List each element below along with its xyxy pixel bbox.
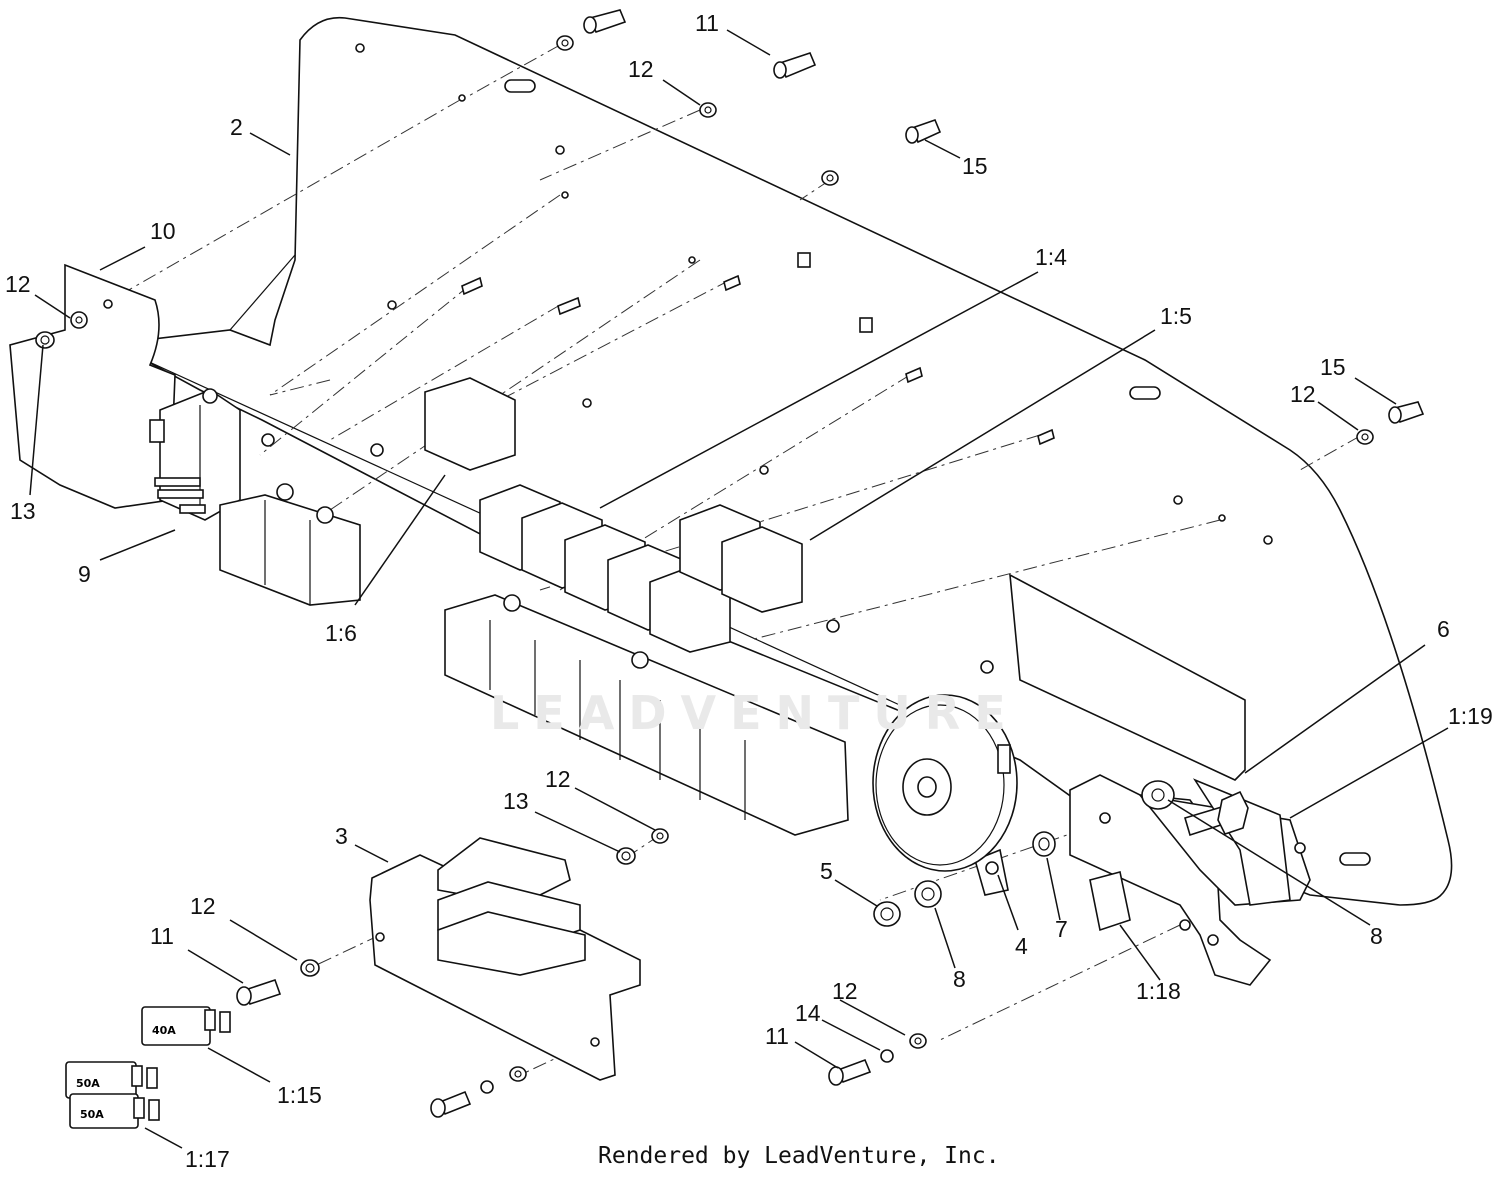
callout-12-bottom: 12 [832,978,858,1004]
bracket-10 [9,263,176,509]
leader-lines [29,29,1449,1149]
callout-8-left: 8 [953,966,966,992]
callout-5: 5 [820,858,833,884]
callout-14: 14 [795,1000,821,1026]
relay-bases-row [444,594,849,836]
callout-1-6: 1:6 [325,620,357,646]
fuse-40a-label: 40A [152,1024,176,1037]
callout-15-right: 15 [1320,354,1346,380]
callout-12-top: 12 [628,56,654,82]
callout-11-lower-left: 11 [150,923,174,949]
callout-11-top: 11 [695,10,719,36]
callout-2: 2 [230,114,243,140]
callout-1-15: 1:15 [277,1082,322,1108]
lower-left-hardware [236,959,927,1118]
callout-8-right: 8 [1370,923,1383,949]
fuse-50a-top-label: 50A [76,1077,100,1090]
callout-7: 7 [1055,916,1068,942]
callout-4: 4 [1015,933,1028,959]
bracket-assembly [1009,573,1311,986]
callout-13-left: 13 [10,498,36,524]
bracket-3 [369,837,641,1081]
horn-4 [872,694,1018,896]
top-hardware [461,9,1425,446]
callout-12-right: 12 [1290,381,1316,407]
horn-hardware [616,828,942,927]
fuses: 40A 50A 50A [65,1006,231,1129]
callout-1-4: 1:4 [1035,244,1067,270]
relays [424,377,803,653]
watermark: LEADVENTURE [490,686,1020,740]
footer-credit: Rendered by LeadVenture, Inc. [598,1143,1000,1169]
callout-12-mid: 12 [545,766,571,792]
callout-1-18: 1:18 [1136,978,1181,1004]
callout-12-left: 12 [5,271,31,297]
callout-11-bottom: 11 [765,1023,789,1049]
callout-1-5: 1:5 [1160,303,1192,329]
callout-15-top: 15 [962,153,988,179]
callout-3: 3 [335,823,348,849]
callout-9: 9 [78,561,91,587]
relay-bases-left [219,483,361,606]
callout-13-mid: 13 [503,788,529,814]
callout-1-17: 1:17 [185,1146,230,1172]
callout-6: 6 [1437,616,1450,642]
switch-9 [149,388,241,521]
fuse-50a-bottom-label: 50A [80,1108,104,1121]
callout-1-19: 1:19 [1448,703,1493,729]
callout-10: 10 [150,218,176,244]
callout-12-lower-left: 12 [190,893,216,919]
